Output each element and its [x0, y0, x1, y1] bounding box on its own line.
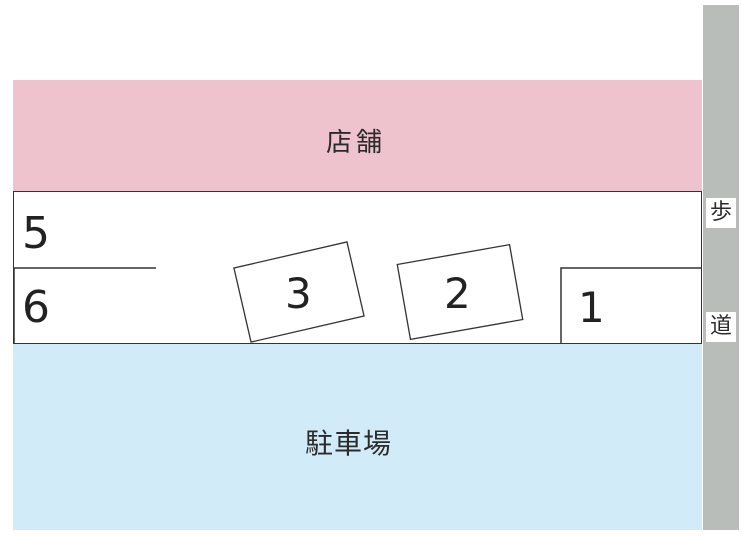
- space-label-3: 3: [285, 269, 312, 318]
- parking-space-2: 2: [396, 243, 524, 341]
- parking-label: 駐車場: [305, 427, 393, 460]
- space-label-5: 5: [22, 208, 50, 259]
- space-label-1: 1: [578, 283, 605, 332]
- parking-area: 駐車場: [13, 344, 702, 530]
- sidewalk-area: [703, 5, 739, 530]
- space-2-box: [396, 243, 524, 341]
- sidewalk-label-top: 歩: [706, 198, 736, 228]
- store-label: 店舗: [326, 128, 387, 158]
- space-3-box: [233, 241, 365, 343]
- parking-space-3: 3: [233, 241, 365, 343]
- space-1-box: [560, 267, 702, 343]
- sidewalk-label-bottom: 道: [706, 312, 736, 342]
- store-area: 店舗: [13, 80, 702, 191]
- space-label-2: 2: [444, 269, 471, 318]
- space-label-6: 6: [22, 282, 50, 333]
